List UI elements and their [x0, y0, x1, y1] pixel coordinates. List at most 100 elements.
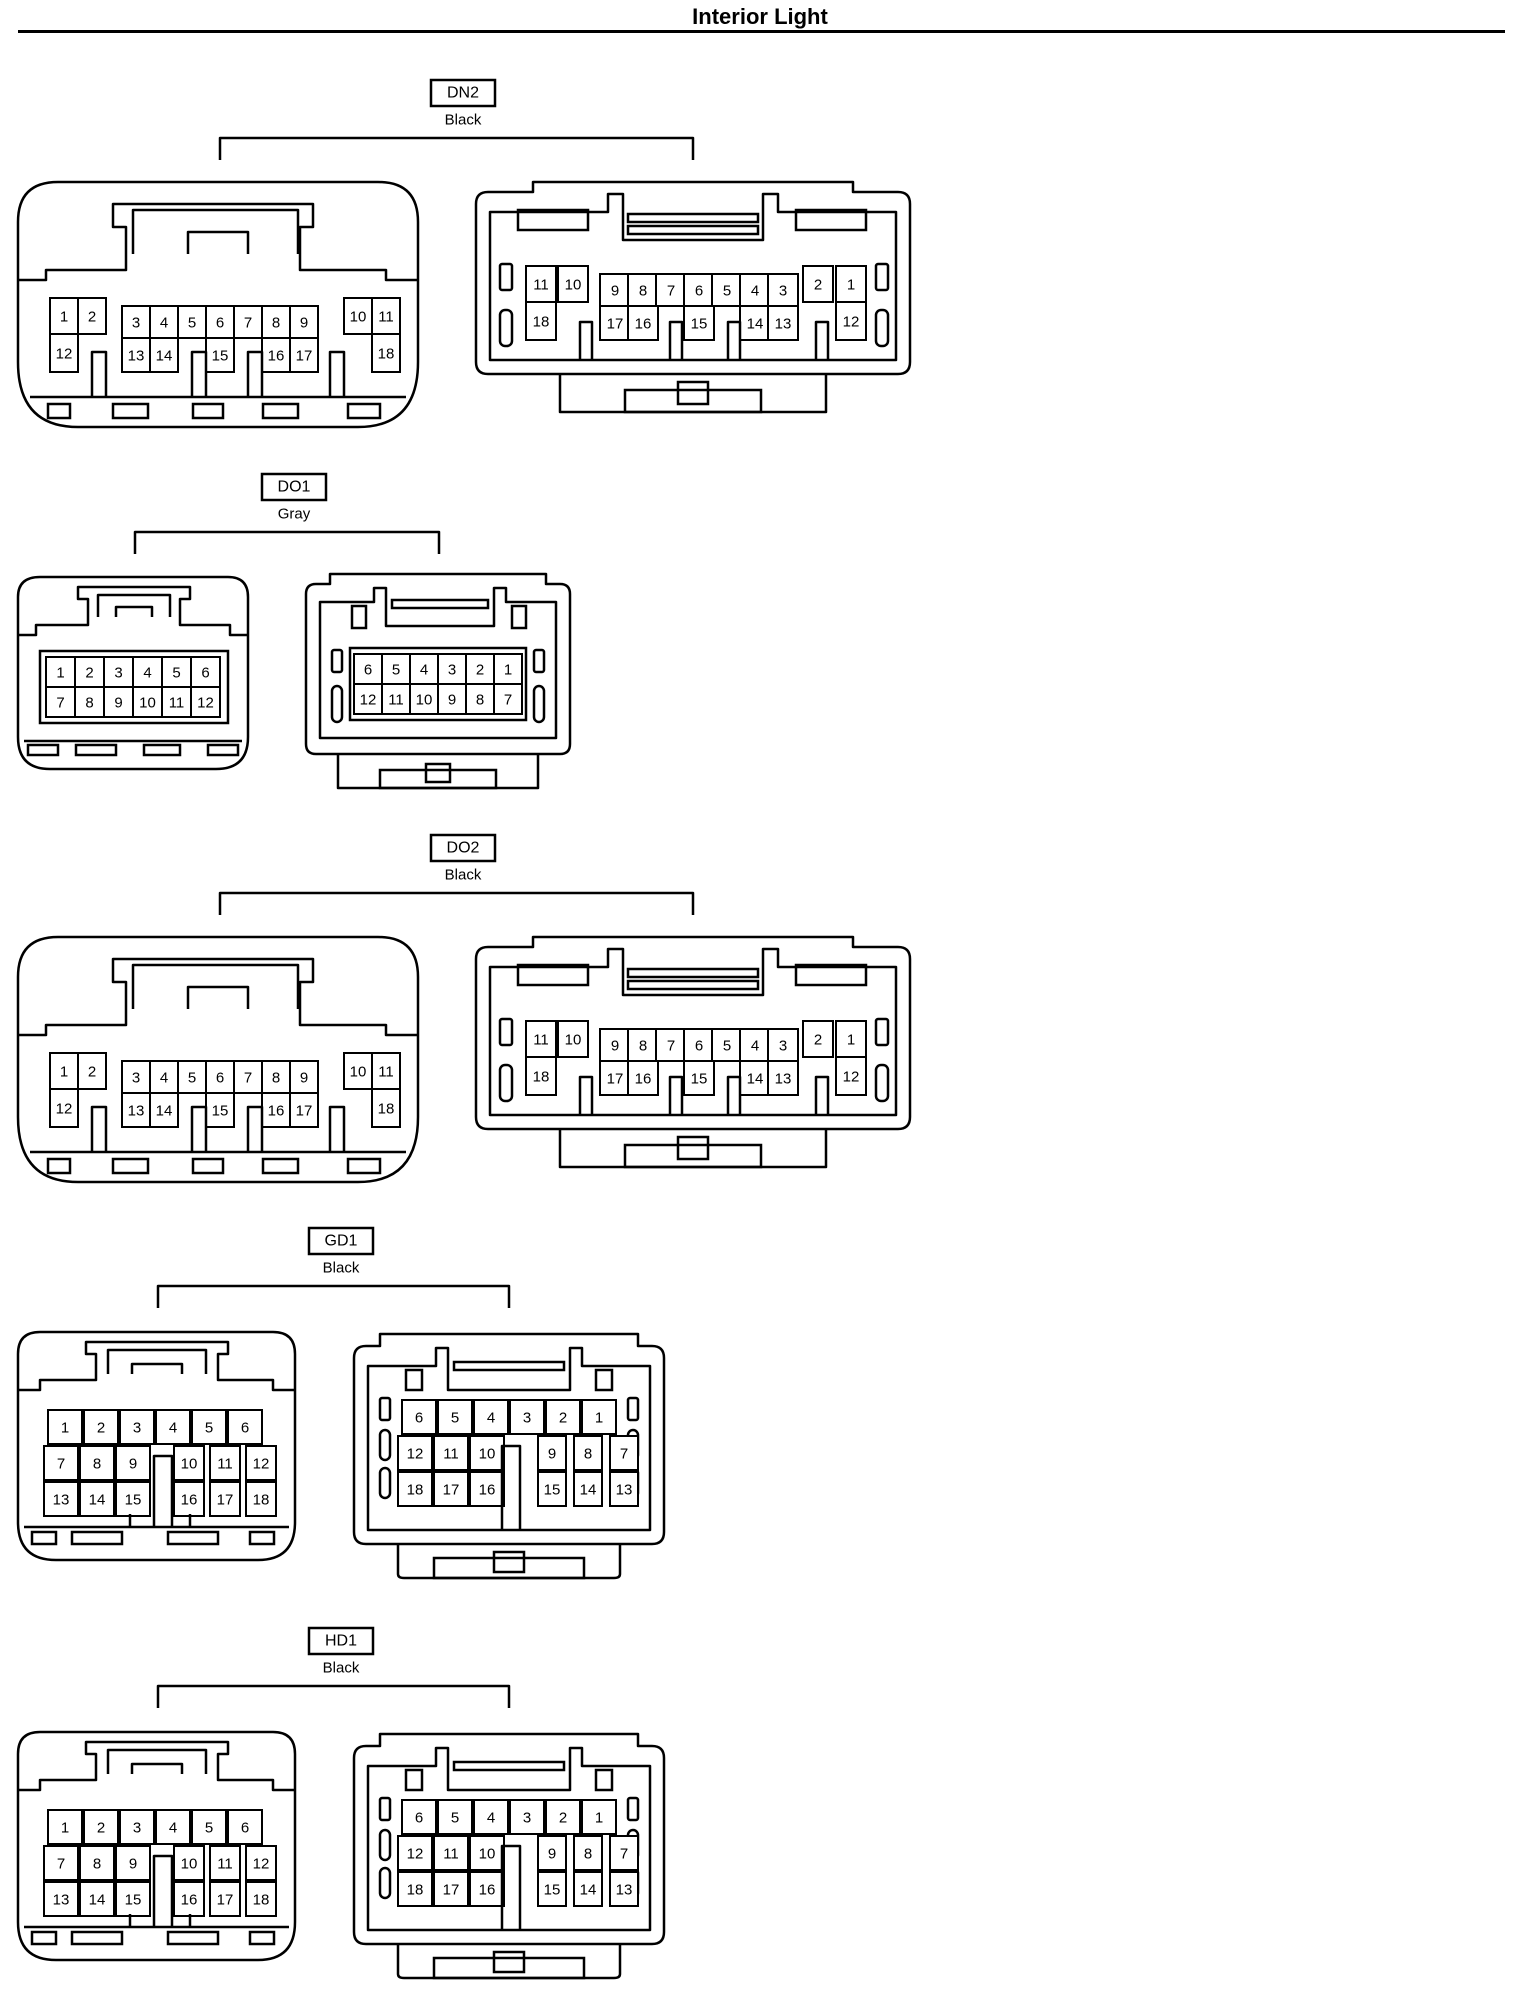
shell-notch — [261, 1157, 300, 1175]
pin-number: 3 — [448, 662, 456, 679]
pin-number: 18 — [407, 1482, 424, 1499]
connector-code: DN2 — [447, 85, 479, 102]
pin-number: 2 — [476, 662, 484, 679]
pin-number: 5 — [188, 1070, 196, 1087]
pin-number: 6 — [241, 1820, 249, 1837]
pin-number: 7 — [620, 1446, 628, 1463]
shell-outline — [18, 1340, 295, 1392]
pin-number: 3 — [523, 1810, 531, 1827]
pin-number: 11 — [217, 1856, 233, 1873]
pin-number: 10 — [139, 695, 156, 712]
pin-number: 15 — [212, 348, 229, 365]
pin-number: 8 — [584, 1446, 592, 1463]
pin-cell — [573, 1435, 603, 1471]
shell-divider — [90, 1105, 108, 1152]
pin-cell — [209, 1845, 241, 1881]
pin-number: 9 — [114, 695, 122, 712]
pin-number: 16 — [268, 348, 285, 365]
pin-cell — [245, 1845, 277, 1881]
pin-number: 1 — [504, 662, 512, 679]
shell-slot — [350, 604, 368, 630]
shell-divider — [814, 1075, 830, 1115]
shell-divider — [668, 1075, 684, 1115]
guide-slot — [498, 1063, 514, 1103]
pin-number: 4 — [751, 283, 759, 300]
shell-divider — [328, 350, 346, 397]
pin-number: 5 — [205, 1420, 213, 1437]
pin-cell — [509, 1399, 545, 1435]
connector-color: Black — [323, 1660, 360, 1677]
pin-number: 11 — [378, 309, 394, 326]
shell-outline — [130, 1762, 184, 1774]
shell-notch — [166, 1930, 220, 1946]
pin-number: 1 — [847, 277, 855, 294]
pin-number: 5 — [172, 665, 180, 682]
shell-outline — [318, 586, 558, 740]
connector-code: DO2 — [447, 840, 480, 857]
pin-cell — [397, 1871, 433, 1907]
pin-number: 16 — [268, 1103, 285, 1120]
pin-cell — [627, 1060, 659, 1096]
pin-number: 2 — [97, 1820, 105, 1837]
connector-color: Black — [323, 1260, 360, 1277]
shell-outline — [304, 572, 572, 756]
connector-bracket — [218, 136, 695, 160]
pin-cell — [767, 305, 799, 341]
pin-cell — [581, 1799, 617, 1835]
shell-slot — [516, 963, 590, 987]
latch-groove — [452, 1360, 566, 1372]
shell-outline — [186, 230, 250, 254]
pin-cell — [557, 265, 589, 303]
pin-cell — [469, 1435, 505, 1471]
pin-cell — [537, 1835, 567, 1871]
shell-outline — [106, 1348, 208, 1374]
shell-outline — [131, 963, 300, 1009]
pin-number: 3 — [133, 1820, 141, 1837]
connector-bracket — [156, 1284, 511, 1308]
pin-number: 7 — [667, 283, 675, 300]
latch-groove — [452, 1760, 566, 1772]
latch-base — [623, 388, 763, 414]
pin-number: 18 — [253, 1892, 270, 1909]
latch-base — [432, 1556, 586, 1580]
shell-notch — [191, 402, 225, 420]
connector-code-box — [429, 78, 497, 108]
latch-base — [378, 768, 498, 790]
pin-cell — [79, 1445, 115, 1481]
shell-outline — [18, 1740, 295, 1792]
pin-number: 11 — [443, 1846, 459, 1863]
guide-slot — [626, 1796, 640, 1822]
pin-number: 7 — [57, 1456, 65, 1473]
pin-cell — [245, 1881, 277, 1917]
pin-cell — [537, 1871, 567, 1907]
pin-number: 7 — [667, 1038, 675, 1055]
pin-cell — [711, 1028, 743, 1062]
pin-cell — [261, 337, 291, 373]
pin-number: 6 — [216, 1070, 224, 1087]
shell-divider — [246, 1105, 264, 1152]
shell-notch — [111, 402, 150, 420]
pin-cell — [767, 1060, 799, 1096]
shell-base — [558, 374, 828, 414]
pin-number: 9 — [548, 1446, 556, 1463]
pin-number: 1 — [61, 1820, 69, 1837]
pin-cell — [437, 1799, 473, 1835]
pin-number: 17 — [296, 1103, 313, 1120]
pin-cell — [683, 1060, 715, 1096]
shell-notch — [30, 1530, 58, 1546]
pin-cell — [465, 683, 495, 715]
connector-bracket — [133, 530, 441, 554]
pin-number: 15 — [212, 1103, 229, 1120]
pin-number: 13 — [128, 1103, 145, 1120]
pin-number: 12 — [197, 695, 214, 712]
pin-cell — [683, 305, 715, 341]
pin-number: 13 — [616, 1482, 633, 1499]
pin-number: 17 — [217, 1892, 234, 1909]
guide-slot — [874, 308, 890, 348]
pin-number: 11 — [217, 1456, 233, 1473]
